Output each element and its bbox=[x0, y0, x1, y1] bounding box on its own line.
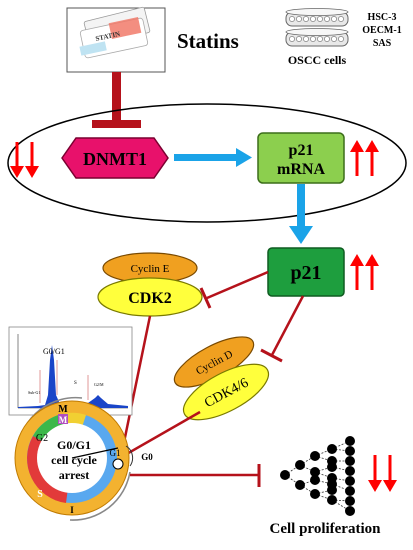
dnmt1-label: DNMT1 bbox=[83, 149, 147, 169]
p21-node: p21 bbox=[267, 247, 345, 297]
dnmt1-down-arrows-icon bbox=[10, 142, 39, 178]
cyclin-e-node: Cyclin E bbox=[102, 252, 198, 284]
p21-up-arrows-icon bbox=[350, 254, 379, 290]
oscc-dish-icon bbox=[285, 8, 349, 47]
p21-mrna-node: p21 mRNA bbox=[257, 132, 345, 184]
arrest-label-line1: G0/G1 bbox=[57, 438, 91, 452]
arrest-label-line2: cell cycle bbox=[51, 453, 97, 467]
phase-g0-label: G0 bbox=[141, 452, 153, 462]
cycle-inhibits-proliferation-arrow bbox=[130, 464, 261, 487]
p21mrna-to-p21-arrow bbox=[289, 184, 313, 244]
flow-cytometry-histogram: G0/G1 Sub-G1 S G2/M bbox=[8, 326, 133, 416]
cdk46-node: CDK4/6 bbox=[182, 363, 270, 421]
statin-drug-image: STATIN bbox=[66, 6, 166, 73]
histogram-subg1-label: Sub-G1 bbox=[28, 390, 40, 395]
cdk46-to-cycle-line bbox=[124, 410, 201, 457]
statin-inhibits-dnmt1-arrow bbox=[92, 72, 141, 128]
phase-s-label: S bbox=[37, 489, 43, 500]
p21-inhibits-cdk2-arrow bbox=[199, 270, 269, 309]
cell-line-hsc3: HSC-3 bbox=[368, 12, 397, 23]
dnmt1-node: DNMT1 bbox=[61, 137, 169, 179]
proliferation-down-arrows-icon bbox=[368, 455, 397, 492]
cdk2-node: CDK2 bbox=[97, 277, 203, 317]
cell-line-oecm1: OECM-1 bbox=[362, 25, 401, 36]
phase-m-small-label: M bbox=[59, 415, 68, 425]
statins-label: Statins bbox=[177, 29, 239, 53]
nucleus-ellipse bbox=[7, 103, 407, 223]
p21mrna-up-arrows-icon bbox=[350, 140, 379, 176]
oscc-cells-label: OSCC cells bbox=[288, 53, 347, 67]
proliferation-cells-icon bbox=[280, 436, 355, 516]
arrest-label-line3: arrest bbox=[59, 468, 89, 482]
p21-mrna-label-line1: p21 bbox=[289, 142, 314, 159]
p21-mrna-label-line2: mRNA bbox=[277, 161, 325, 178]
p21-label: p21 bbox=[290, 262, 321, 284]
phase-g2-label: G2 bbox=[36, 433, 48, 444]
phase-m-label: M bbox=[58, 404, 68, 415]
phase-i-label: I bbox=[70, 505, 74, 515]
cell-cycle-wheel: M M G2 G1 G0 S I G0/G1 cell cycle arrest bbox=[14, 396, 153, 521]
phase-g1-label: G1 bbox=[110, 448, 121, 458]
histogram-s-label: S bbox=[74, 381, 77, 386]
p21-inhibits-cdk46-arrow bbox=[260, 295, 305, 363]
cdk2-to-cycle-line bbox=[120, 315, 152, 453]
cell-line-sas: SAS bbox=[373, 38, 392, 49]
cell-proliferation-label: Cell proliferation bbox=[270, 521, 382, 537]
cdk2-label: CDK2 bbox=[128, 290, 172, 307]
dnmt1-to-p21mrna-arrow bbox=[174, 148, 252, 167]
cyclin-e-label: Cyclin E bbox=[131, 263, 170, 275]
histogram-g2m-label: G2/M bbox=[94, 382, 104, 387]
histogram-peak-label: G0/G1 bbox=[43, 347, 65, 356]
